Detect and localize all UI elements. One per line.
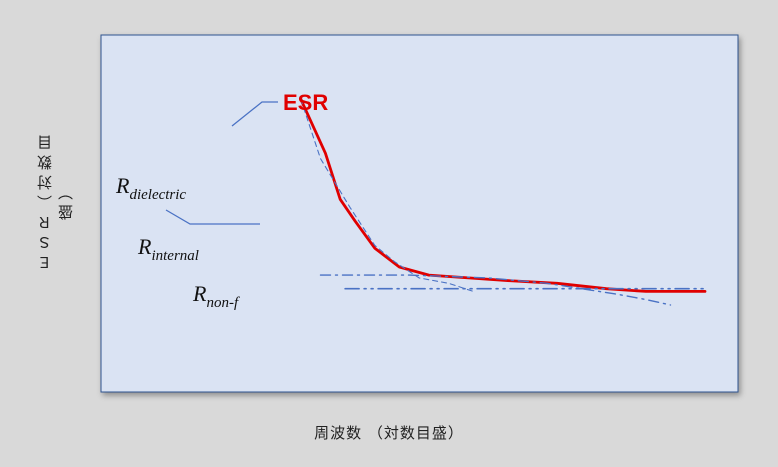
leader-line-esr [231, 101, 278, 127]
series-label-main: R [192, 281, 207, 306]
plot-area [100, 34, 739, 393]
series-label-subscript: internal [151, 248, 199, 264]
series-label-main: R [115, 173, 130, 198]
series-label-rdielectric: Rdielectric [115, 173, 186, 203]
series-line-rdielectric [300, 98, 474, 292]
series-label-main: R [137, 234, 152, 259]
series-label-subscript: non-f [206, 295, 239, 311]
y-axis-label: ＥＳＲ（対数目盛） [36, 130, 75, 270]
series-line-rinternal [319, 274, 672, 306]
series-label-rinternal: Rinternal [137, 234, 199, 264]
series-line-esr [299, 97, 707, 293]
series-label-subscript: dielectric [129, 187, 186, 203]
series-label-esr: ESR [283, 90, 328, 115]
series-label-rnon-f: Rnon-f [192, 281, 240, 311]
leader-line-rdielectric [165, 209, 260, 225]
x-axis-label: 周波数 （対数目盛） [314, 424, 464, 442]
series-layer [299, 97, 707, 306]
